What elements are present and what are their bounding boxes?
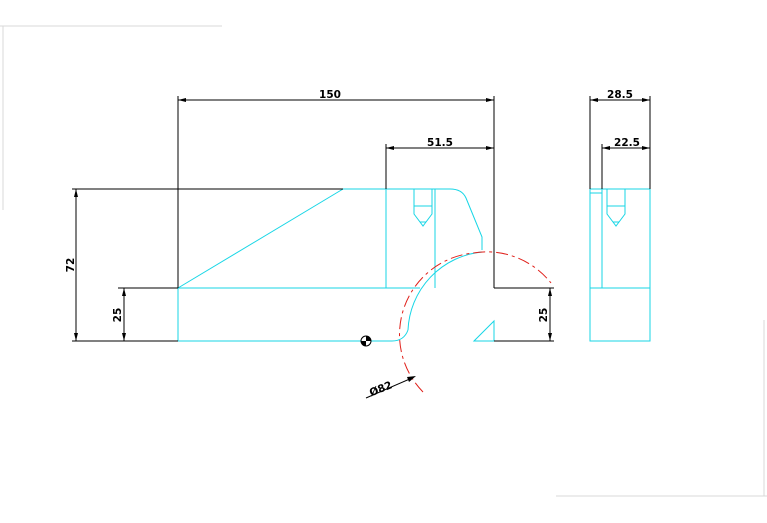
dim-label-25-left: 25 [112,308,124,323]
right-notch [472,319,495,342]
dim-label-150: 150 [319,89,341,101]
top-edge [343,188,483,250]
dim-label-25-right: 25 [538,308,550,323]
center-mark [360,335,372,347]
tapped-hole [413,189,433,227]
dimension-side-inner-width: 22.5 [601,137,650,189]
viewport-frame [0,25,767,497]
dimension-base-height-left: 25 [112,287,178,341]
dim-label-22-5: 22.5 [614,137,640,149]
front-view-outline [177,288,364,342]
dimension-overall-height: 72 [65,188,343,342]
arc-cutout [407,251,483,331]
dimension-side-width: 28.5 [589,89,651,189]
dimension-arc-diameter: Ø82 [365,376,416,399]
side-tapped-hole [606,189,626,227]
dim-label-72: 72 [65,258,77,273]
diameter-center-arc [399,251,552,393]
base-bottom-right [368,329,409,342]
dimension-base-height-right: 25 [494,287,554,342]
dimension-slot-width: 51.5 [385,137,494,189]
chamfer-edge [177,188,344,289]
dim-label-51-5: 51.5 [427,137,453,149]
front-view-part [177,188,495,342]
dim-label-28-5: 28.5 [607,89,633,101]
side-view-part [589,188,651,342]
dimension-overall-length: 150 [177,89,495,288]
dim-label-diameter: Ø82 [368,379,394,399]
